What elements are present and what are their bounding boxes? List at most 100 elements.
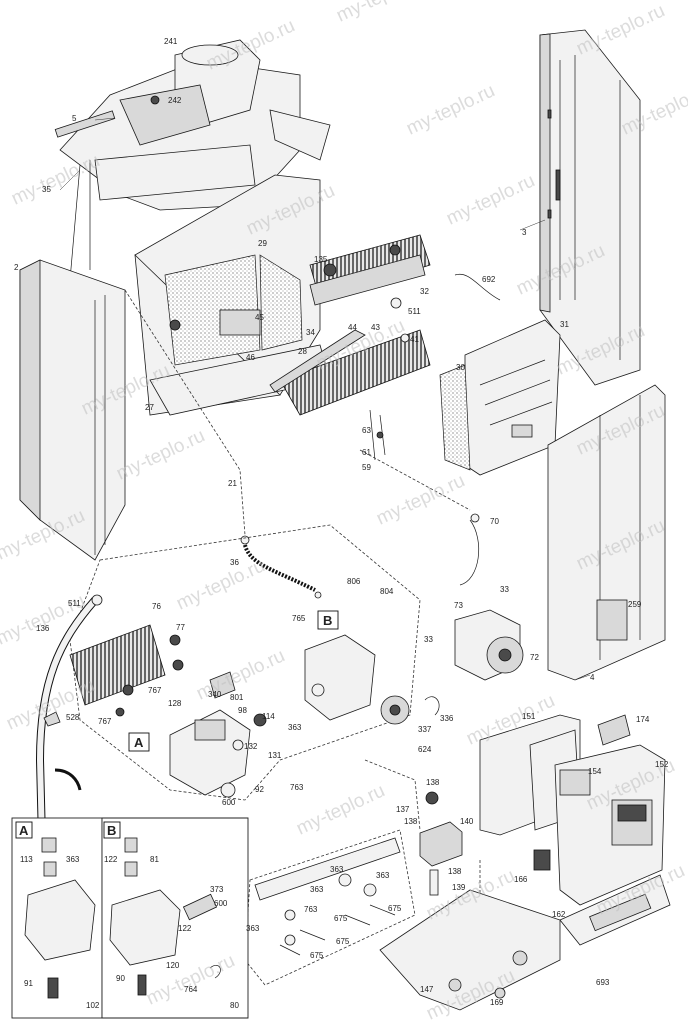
circulation-pump — [454, 513, 524, 681]
part-label: 336 — [440, 714, 454, 723]
part-label: 31 — [560, 320, 569, 329]
valve-block-b — [304, 634, 440, 725]
part-label: 624 — [418, 745, 432, 754]
part-label: 128 — [168, 699, 182, 708]
part-label: 804 — [380, 587, 394, 596]
part-label: 166 — [514, 875, 528, 884]
part-label: 44 — [348, 323, 357, 332]
watermark: my-teplo.ru — [373, 470, 468, 529]
part-label: 139 — [452, 883, 466, 892]
part-label: 135 — [314, 255, 328, 264]
part-label: 675 — [310, 951, 324, 960]
inset-b-label: B — [107, 823, 116, 838]
part-label: 363 — [288, 723, 302, 732]
part-label: 511 — [408, 307, 421, 316]
part-label: 122 — [178, 924, 192, 933]
part-label: 241 — [164, 37, 178, 46]
part-label: 59 — [362, 463, 371, 472]
hydraulic-group-outline — [69, 524, 421, 801]
part-label: 27 — [145, 403, 154, 412]
part-label: 138 — [404, 817, 418, 826]
part-label: 363 — [376, 871, 390, 880]
flue-hood-assembly — [54, 39, 331, 281]
watermark: my-teplo.ru — [293, 780, 388, 839]
inset-b — [101, 817, 249, 1019]
part-label: 21 — [228, 479, 237, 488]
base-plate — [379, 889, 561, 1011]
watermark: my-teplo.ru — [443, 170, 538, 229]
part-label: 693 — [596, 978, 610, 987]
part-label: 340 — [208, 690, 222, 699]
part-label: 35 — [42, 185, 51, 194]
part-label: 600 — [222, 798, 236, 807]
part-label: 92 — [255, 785, 264, 794]
burner-assembly — [269, 329, 431, 461]
part-label: 98 — [238, 706, 247, 715]
part-label: 131 — [268, 751, 282, 760]
part-label: 511 — [68, 599, 81, 608]
part-label: 363 — [330, 865, 344, 874]
part-label: 767 — [148, 686, 162, 695]
part-label: 90 — [116, 974, 125, 983]
rear-frame-panel — [539, 29, 641, 386]
part-label: 152 — [655, 760, 669, 769]
part-label: 63 — [362, 426, 371, 435]
leader-lines — [59, 117, 591, 895]
part-label: 600 — [214, 899, 228, 908]
callout-a-marker: A — [134, 735, 144, 750]
part-label: 61 — [362, 448, 371, 457]
inset-a — [11, 817, 103, 1019]
part-label: 259 — [628, 600, 642, 609]
part-label: 138 — [448, 867, 462, 876]
part-label: 363 — [246, 924, 260, 933]
part-label: 3 — [522, 228, 527, 237]
part-label: 767 — [98, 717, 112, 726]
part-label: 34 — [306, 328, 315, 337]
part-label: 242 — [168, 96, 182, 105]
part-label: 120 — [166, 961, 180, 970]
watermark: my-teplo.ru — [8, 150, 103, 209]
part-label: 2 — [14, 263, 19, 272]
pipe-692 — [454, 273, 501, 301]
part-label: 675 — [388, 904, 402, 913]
part-label: 41 — [410, 335, 419, 344]
watermark: my-teplo.ru — [403, 80, 498, 139]
part-labels: 241 242 5 35 3 29 135 32 692 2 45 44 43 … — [14, 37, 669, 1010]
part-label: 91 — [24, 979, 33, 988]
part-label: 137 — [396, 805, 410, 814]
part-label: 46 — [246, 353, 255, 362]
part-label: 154 — [588, 767, 602, 776]
part-label: 72 — [530, 653, 539, 662]
part-label: 32 — [420, 287, 429, 296]
heat-exchanger — [309, 234, 431, 309]
pipe-136 — [35, 594, 103, 841]
part-label: 136 — [36, 624, 50, 633]
part-label: 36 — [230, 558, 239, 567]
valve-block-a — [169, 671, 267, 798]
part-label: 801 — [230, 693, 244, 702]
part-label: 76 — [152, 602, 161, 611]
inset-a-label: A — [19, 823, 29, 838]
front-cover — [547, 384, 666, 681]
part-label: 113 — [20, 855, 33, 864]
left-side-panel — [19, 259, 126, 561]
combustion-chamber — [134, 174, 331, 416]
part-label: 102 — [86, 1001, 100, 1010]
part-label: 373 — [210, 885, 224, 894]
part-label: 675 — [336, 937, 350, 946]
part-label: 45 — [255, 313, 264, 322]
flexible-hose — [240, 535, 322, 599]
front-cover-inner — [439, 319, 561, 476]
gas-valve — [419, 791, 463, 896]
part-label: 764 — [184, 985, 198, 994]
part-label: 43 — [371, 323, 380, 332]
part-label: 80 — [230, 1001, 239, 1010]
part-label: 73 — [454, 601, 463, 610]
part-label: 114 — [262, 712, 275, 721]
part-label: 763 — [290, 783, 304, 792]
part-label: 4 — [590, 673, 595, 682]
callout-b-marker: B — [323, 613, 332, 628]
electronics-box — [479, 714, 671, 946]
part-label: 806 — [347, 577, 361, 586]
